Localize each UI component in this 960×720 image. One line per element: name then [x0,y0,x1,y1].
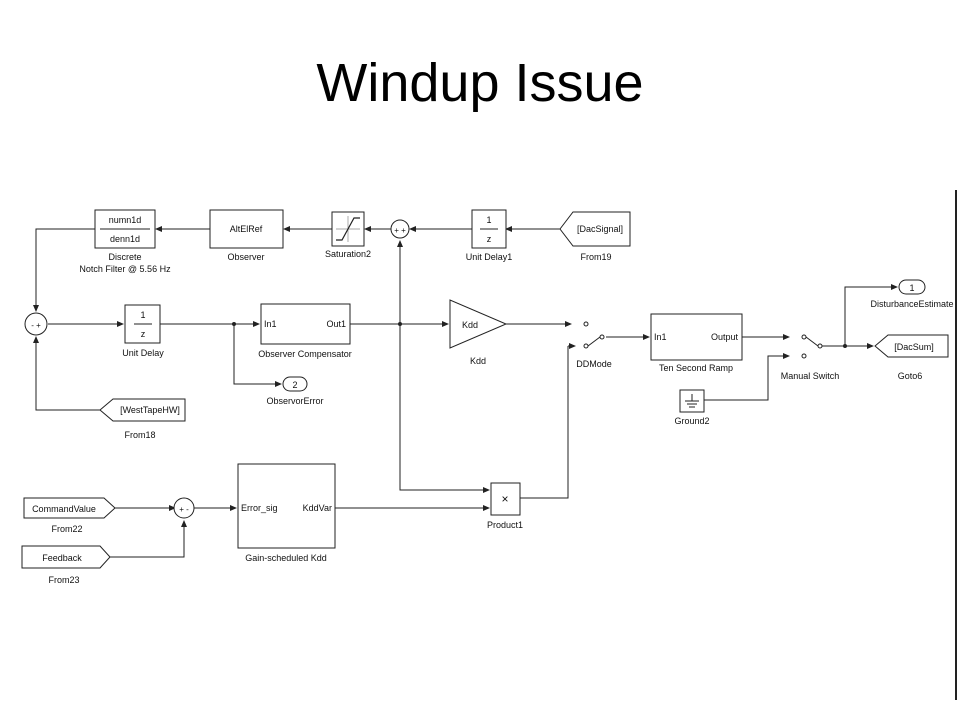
observer-caption: Observer [227,252,264,262]
from23-block[interactable]: Feedback From23 [21,545,111,585]
observer-comp-in: In1 [264,319,277,329]
unit-delay-block[interactable]: 1 z Unit Delay [122,304,164,358]
from19-tag: [DacSignal] [577,224,623,234]
filter-caption-2: Notch Filter @ 5.56 Hz [79,264,171,274]
sum-left-block[interactable]: - + [24,312,48,336]
unit-delay-den: z [141,329,146,339]
from22-tag: CommandValue [32,504,96,514]
gain-sched-in: Error_sig [241,503,278,513]
product1-label: × [501,492,508,506]
manual-switch[interactable]: Manual Switch [781,334,840,381]
sum-top-signs: + + [394,226,406,235]
gain-scheduled-kdd-block[interactable]: Error_sig KddVar Gain-scheduled Kdd [237,463,336,563]
sum-top-block[interactable]: + + [390,219,410,239]
from22-caption: From22 [51,524,82,534]
ramp-caption: Ten Second Ramp [659,363,733,373]
sum-cmd-signs: + - [179,505,189,514]
unit-delay1-num: 1 [486,215,491,225]
goto6-tag: [DacSum] [894,342,934,352]
unit-delay-caption: Unit Delay [122,348,164,358]
from23-caption: From23 [48,575,79,585]
signal-lines [33,226,898,558]
gain-sched-caption: Gain-scheduled Kdd [245,553,327,563]
out2-label: 2 [292,380,297,390]
out1-block[interactable]: 1 DisturbanceEstimate [870,279,954,309]
gain-kdd-block[interactable]: Kdd Kdd [449,299,508,366]
slide-title: Windup Issue [316,53,644,113]
unit-delay-num: 1 [140,310,145,320]
out1-caption: DisturbanceEstimate [870,299,953,309]
ground2-caption: Ground2 [674,416,709,426]
from18-block[interactable]: [WestTapeHW] From18 [99,398,186,440]
ramp-out: Output [711,332,739,342]
from23-tag: Feedback [42,553,82,563]
out2-caption: ObservorError [266,396,323,406]
observer-comp-caption: Observer Compensator [258,349,352,359]
unit-delay1-den: z [487,234,492,244]
observer-block[interactable]: AltElRef Observer [209,209,284,262]
discrete-filter-block[interactable]: numn1d denn1d Discrete Notch Filter @ 5.… [79,209,171,274]
ddmode-caption: DDMode [576,359,612,369]
from19-block[interactable]: [DacSignal] From19 [559,211,631,262]
product1-caption: Product1 [487,520,523,530]
filter-denominator: denn1d [110,234,140,244]
saturation-caption: Saturation2 [325,249,371,259]
ten-second-ramp-block[interactable]: In1 Output Ten Second Ramp [650,313,743,373]
ramp-in: In1 [654,332,667,342]
sum-cmd-block[interactable]: + - [173,497,195,519]
from18-caption: From18 [124,430,155,440]
gain-sched-out: KddVar [303,503,332,513]
unit-delay1-caption: Unit Delay1 [466,252,513,262]
goto6-block[interactable]: [DacSum] Goto6 [874,334,949,381]
ground2-block[interactable]: Ground2 [674,389,710,426]
gain-kdd-caption: Kdd [470,356,486,366]
ddmode-switch[interactable]: DDMode [576,321,612,369]
from19-caption: From19 [580,252,611,262]
saturation-block[interactable]: Saturation2 [325,211,371,259]
from18-tag: [WestTapeHW] [120,405,180,415]
unit-delay1-block[interactable]: 1 z Unit Delay1 [466,209,513,262]
observer-comp-out: Out1 [326,319,346,329]
from22-block[interactable]: CommandValue From22 [23,497,116,534]
out2-block[interactable]: 2 ObservorError [266,376,324,406]
filter-caption-1: Discrete [108,252,141,262]
goto6-caption: Goto6 [898,371,923,381]
out1-label: 1 [909,283,914,293]
sum-left-signs: - + [31,321,41,330]
observer-compensator-block[interactable]: In1 Out1 Observer Compensator [258,303,352,359]
manual-switch-caption: Manual Switch [781,371,840,381]
observer-label: AltElRef [230,224,263,234]
filter-numerator: numn1d [109,215,142,225]
product1-block[interactable]: × Product1 [487,482,523,530]
gain-kdd-label: Kdd [462,320,478,330]
